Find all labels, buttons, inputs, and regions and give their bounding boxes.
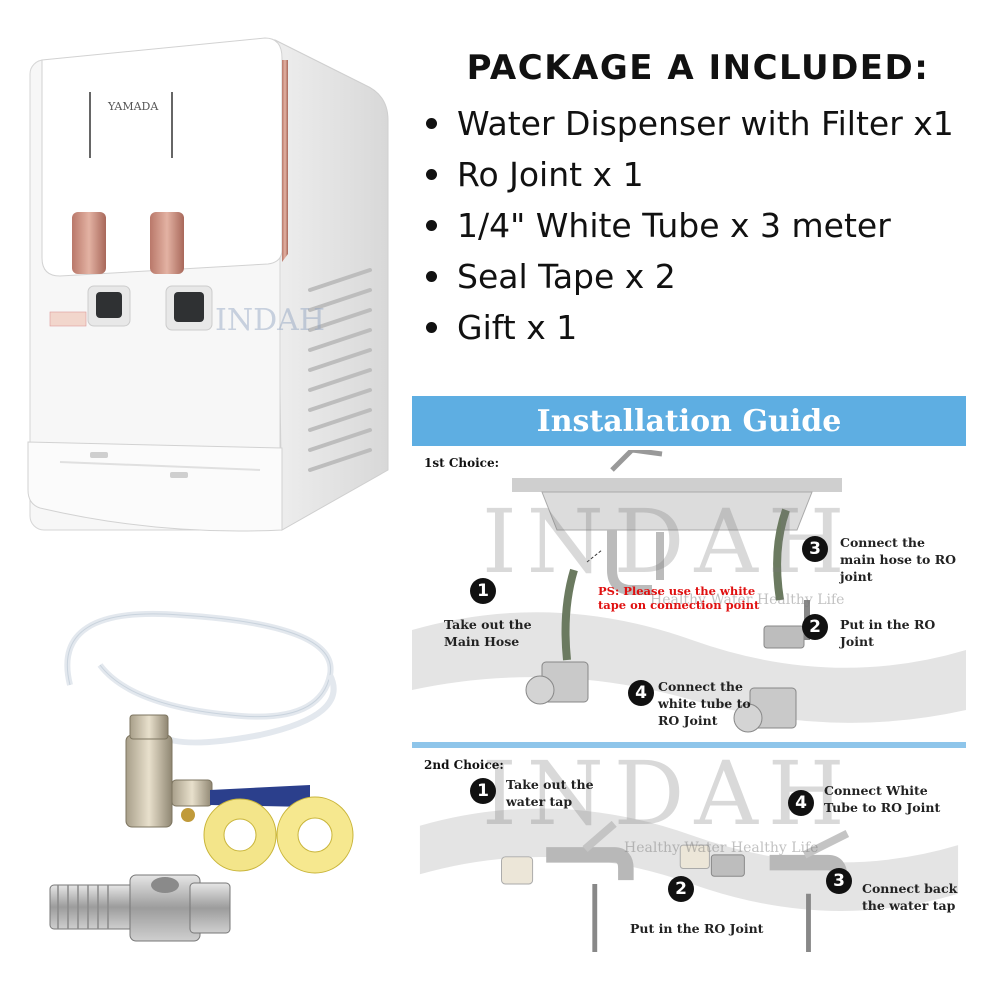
package-item-dispenser: Water Dispenser with Filter x1 <box>418 98 988 149</box>
package-list: Water Dispenser with Filter x1 Ro Joint … <box>418 98 988 353</box>
step-2-badge: 2 <box>802 614 828 640</box>
ps-note: PS: Please use the white tape on connect… <box>598 584 760 612</box>
second-choice-step-4: Connect White Tube to RO Joint <box>824 783 941 815</box>
step-3-badge: 3 <box>802 536 828 562</box>
guide-title: Installation Guide <box>536 403 842 439</box>
guide-watermark-tagline: Healthy Water Healthy Life <box>650 592 845 608</box>
package-title: PACKAGE A INCLUDED: <box>466 48 930 88</box>
bullet-icon <box>426 118 437 129</box>
brand-logo: YAMADA <box>107 100 159 113</box>
package-item-white-tube: 1/4" White Tube x 3 meter <box>418 200 988 251</box>
package-item-label: 1/4" White Tube x 3 meter <box>457 206 891 245</box>
step-4-badge: 4 <box>628 680 654 706</box>
step-4-badge-2: 4 <box>788 790 814 816</box>
second-choice-label: 2nd Choice: <box>424 758 504 772</box>
package-item-label: Ro Joint x 1 <box>457 155 644 194</box>
bullet-icon <box>426 220 437 231</box>
step-3-badge-2: 3 <box>826 868 852 894</box>
package-item-label: Seal Tape x 2 <box>457 257 676 296</box>
first-choice-step-2: Put in the RO Joint <box>840 617 936 649</box>
product-watermark: INDAH <box>215 303 325 338</box>
guide-second-choice: INDAH Healthy Water Healthy Life 2nd Cho… <box>412 742 966 952</box>
package-item-label: Water Dispenser with Filter x1 <box>457 104 954 143</box>
step-1-badge-2: 1 <box>470 778 496 804</box>
second-choice-step-3: Connect back the water tap <box>862 881 958 913</box>
package-item-gift: Gift x 1 <box>418 302 988 353</box>
package-item-seal-tape: Seal Tape x 2 <box>418 251 988 302</box>
step-2-badge-2: 2 <box>668 876 694 902</box>
package-item-ro-joint: Ro Joint x 1 <box>418 149 988 200</box>
guide-header: Installation Guide <box>412 396 966 446</box>
first-choice-label: 1st Choice: <box>424 456 500 470</box>
first-choice-step-1: Take out the Main Hose <box>444 617 532 649</box>
package-item-label: Gift x 1 <box>457 308 578 347</box>
bullet-icon <box>426 322 437 333</box>
bullet-icon <box>426 271 437 282</box>
guide-watermark-2: INDAH <box>482 742 855 845</box>
first-choice-step-4: Connect the white tube to RO Joint <box>658 679 751 728</box>
second-choice-step-1: Take out the water tap <box>506 777 594 809</box>
first-choice-step-3: Connect the main hose to RO joint <box>840 535 957 584</box>
second-choice-step-2: Put in the RO Joint <box>630 921 764 936</box>
guide-watermark-tagline-2: Healthy Water Healthy Life <box>624 840 819 856</box>
accessories-image <box>49 610 354 942</box>
step-1-badge: 1 <box>470 578 496 604</box>
guide-first-choice: INDAH Healthy Water Healthy Life 1st Cho… <box>412 450 966 740</box>
guide-watermark: INDAH <box>482 490 855 593</box>
water-dispenser-image: YAMADA INDAH <box>27 37 389 532</box>
bullet-icon <box>426 169 437 180</box>
installation-guide: Installation Guide INDAH Healthy Water H… <box>412 396 966 952</box>
package-contents: PACKAGE A INCLUDED: Water Dispenser with… <box>418 48 988 353</box>
sink-illustration <box>412 450 966 733</box>
